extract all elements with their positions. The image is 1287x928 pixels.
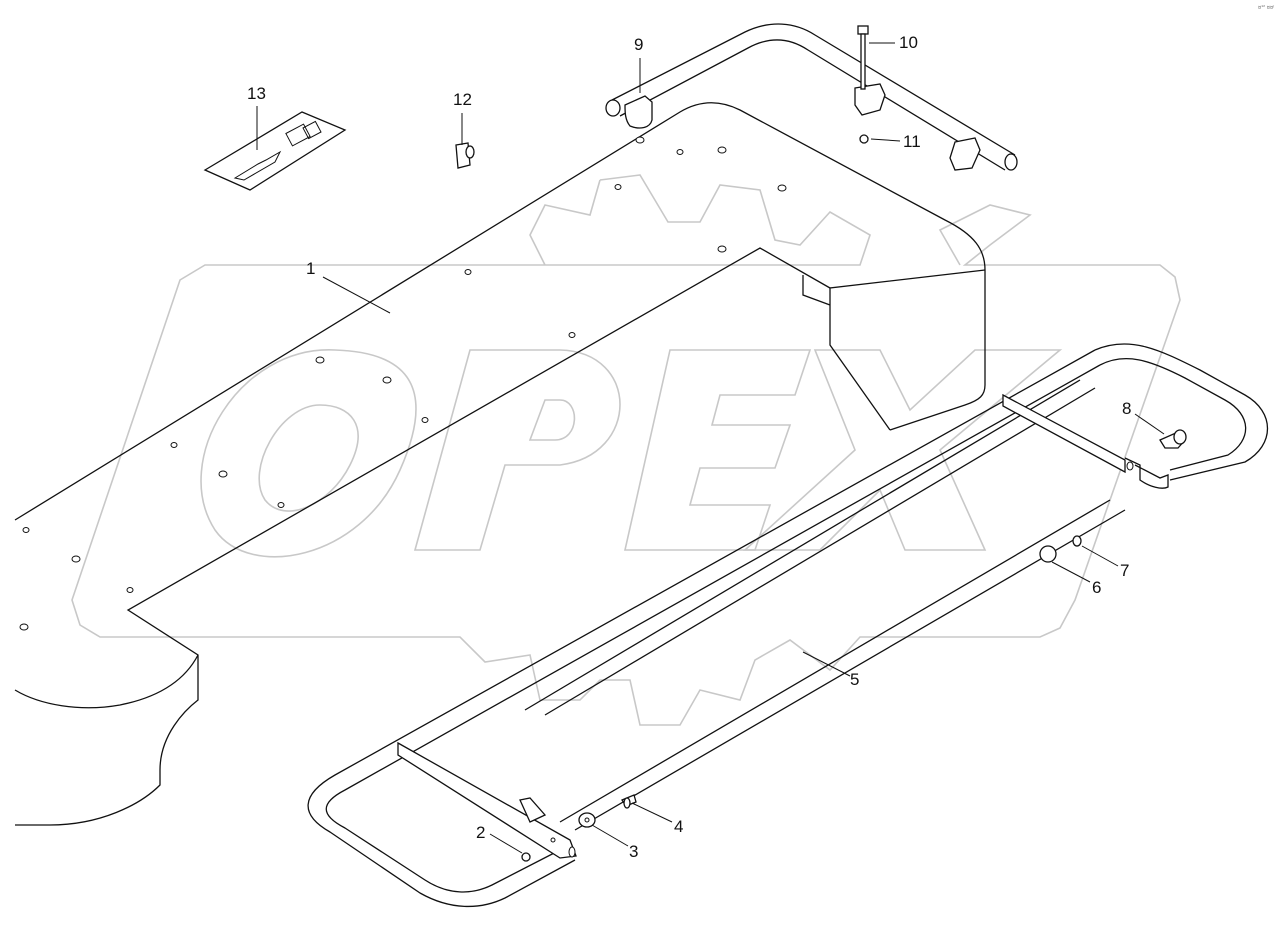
callout-1: 1 — [306, 259, 315, 278]
leader-lines — [256, 42, 1165, 854]
corner-mark: ¤¹² ¤¤⁽ — [1258, 5, 1274, 11]
clip — [455, 142, 475, 169]
callout-13: 13 — [247, 84, 266, 103]
callout-9: 9 — [634, 35, 643, 54]
callout-4: 4 — [674, 817, 683, 836]
frame-cover — [14, 102, 986, 826]
decal — [203, 111, 347, 191]
guard-frame — [307, 343, 1268, 908]
watermark-gear — [71, 174, 1181, 726]
callout-5: 5 — [850, 670, 859, 689]
callout-11: 11 — [903, 132, 921, 151]
callout-12: 12 — [453, 90, 472, 109]
callout-10: 10 — [899, 33, 918, 52]
watermark-letters — [200, 349, 1063, 558]
callout-3: 3 — [629, 842, 638, 861]
callout-2: 2 — [476, 823, 485, 842]
bracket-tube — [605, 23, 1018, 171]
small-nut — [859, 134, 869, 144]
callout-8: 8 — [1122, 399, 1131, 418]
small-hardware — [521, 429, 1187, 862]
callout-7: 7 — [1120, 561, 1129, 580]
callouts: 1 2 3 4 5 6 7 8 9 10 11 12 13 — [247, 33, 1131, 861]
long-bolt — [857, 25, 869, 90]
callout-6: 6 — [1092, 578, 1101, 597]
